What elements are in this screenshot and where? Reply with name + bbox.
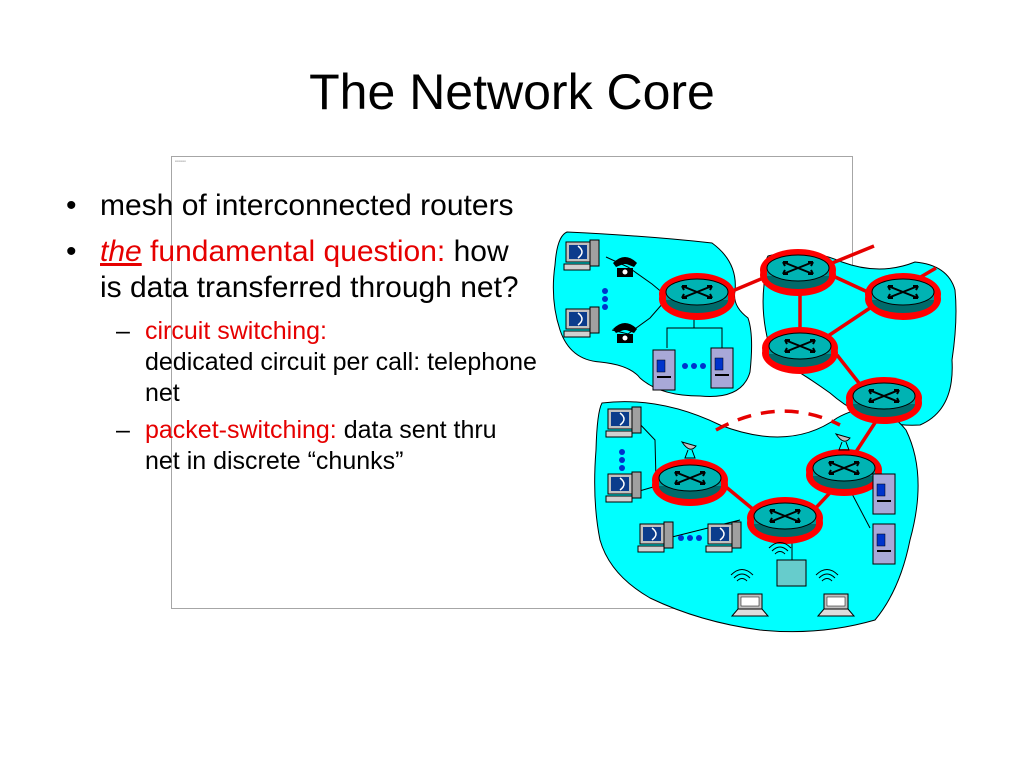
bullet-emphasis: the: [100, 235, 142, 268]
bullet-marker: •: [66, 235, 77, 268]
slide-title: The Network Core: [309, 64, 715, 120]
server-icon: [710, 347, 734, 389]
sub-bullet-marker: –: [116, 317, 130, 345]
sub-bullet-text: dedicated circuit per call: telephone ne…: [145, 348, 537, 407]
desktop-computer-icon: [563, 239, 600, 271]
router-icon: [805, 448, 883, 497]
bullet-item: • mesh of interconnected routers: [58, 188, 538, 224]
server-icon: [872, 523, 896, 565]
router-icon: [845, 376, 923, 425]
router-icon: [759, 248, 837, 297]
desktop-computer-icon: [637, 521, 674, 553]
left-access-network-cloud: [552, 231, 753, 397]
router-icon: [864, 272, 942, 321]
desktop-computer-icon: [605, 406, 642, 438]
bullet-marker: •: [66, 189, 77, 222]
sub-bullet-item: – circuit switching: dedicated circuit p…: [116, 316, 538, 409]
sub-bullet-item: – packet-switching: data sent thru net i…: [116, 415, 538, 477]
router-icon: [746, 496, 824, 545]
bullet-red-text: fundamental question:: [141, 235, 446, 268]
bullet-list: • mesh of interconnected routers • the f…: [58, 188, 538, 477]
sub-bullet-text: data sent thru net in discrete “chunks”: [145, 416, 497, 475]
desktop-computer-icon: [605, 471, 642, 503]
sub-bullet-red-text: circuit switching:: [145, 317, 327, 345]
server-icon: [872, 473, 896, 515]
sub-bullet-red-text: packet-switching:: [145, 416, 337, 444]
sub-bullet-marker: –: [116, 416, 130, 444]
bullet-item: • the fundamental question: how is data …: [58, 234, 538, 306]
bullet-text: mesh of interconnected routers: [100, 189, 514, 222]
ellipsis-dots: [602, 288, 706, 541]
router-icon: [651, 458, 729, 507]
server-icon: [652, 349, 676, 391]
router-icon: [761, 326, 839, 375]
router-icon: [658, 272, 736, 321]
wireless-access-point-icon: [776, 559, 807, 587]
bullet-text: how is data transferred through net?: [100, 235, 519, 304]
desktop-computer-icon: [563, 306, 600, 338]
frame-caption: ▪▪▪▪▪▪▪▪▪▪: [175, 159, 186, 163]
desktop-computer-icon: [705, 521, 742, 553]
